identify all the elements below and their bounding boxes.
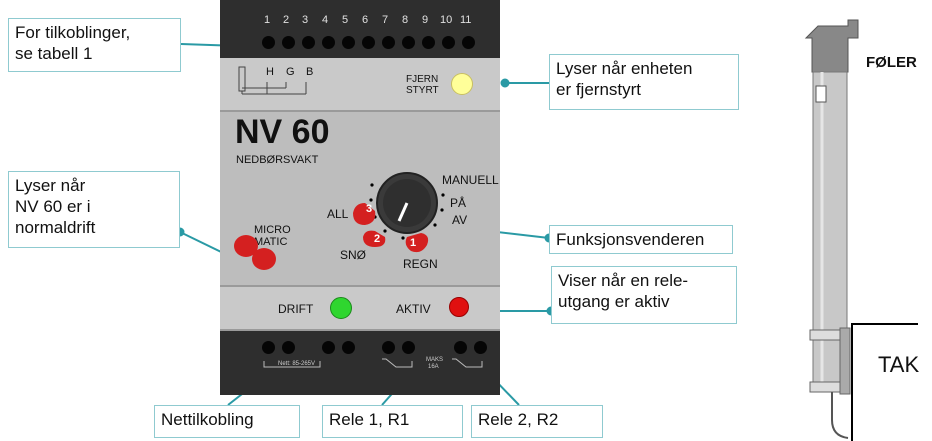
callout-relay-active: Viser når en rele- utgang er aktiv <box>551 266 737 324</box>
terminal-screw <box>342 36 355 49</box>
callout-mains: Nettilkobling <box>154 405 300 438</box>
aktiv-led <box>449 297 469 317</box>
tak-label: TAK <box>878 352 920 377</box>
terminal-screw <box>282 341 295 354</box>
lower-panel: DRIFT AKTIV <box>220 285 500 331</box>
terminal-number: 3 <box>302 14 309 26</box>
terminal-number: 2 <box>283 14 290 26</box>
micromatic-label-2: MATIC <box>254 236 288 248</box>
drift-label: DRIFT <box>278 302 314 316</box>
dial-label-all: ALL <box>327 207 349 221</box>
dial-label-pa: PÅ <box>450 196 467 210</box>
terminal-number: 1 <box>264 14 271 26</box>
terminal-screw <box>282 36 295 49</box>
nv60-device: 1 2 3 4 5 6 7 8 9 10 11 <box>220 0 500 395</box>
function-selector-dial[interactable] <box>315 155 495 285</box>
terminal-screw <box>462 36 475 49</box>
model-name: NV 60 <box>235 113 330 151</box>
sensor-letter-g: G <box>286 66 295 78</box>
relay-spec-line2: 16A <box>428 364 439 370</box>
terminal-screw <box>382 36 395 49</box>
dial-label-manuell: MANUELL <box>442 173 499 187</box>
top-terminal-strip: 1 2 3 4 5 6 7 8 9 10 11 <box>220 0 500 58</box>
callout-relay1: Rele 1, R1 <box>322 405 463 438</box>
terminal-number: 10 <box>440 14 453 26</box>
sensor-wiring-icon <box>238 66 307 95</box>
upper-panel: H G B FJERN STYRT <box>220 58 500 112</box>
aktiv-label: AKTIV <box>396 302 431 316</box>
terminal-screw <box>322 341 335 354</box>
callout-selector: Funksjonsvenderen <box>549 225 733 254</box>
terminal-number: 8 <box>402 14 409 26</box>
dial-label-regn: REGN <box>403 257 438 271</box>
micromatic-label-1: MICRO <box>254 224 291 236</box>
foler-label: FØLER <box>866 54 917 71</box>
terminal-number: 11 <box>460 14 472 26</box>
remote-label-line1: FJERN <box>406 74 439 85</box>
terminal-screw <box>262 341 275 354</box>
terminal-screw <box>342 341 355 354</box>
terminal-screw <box>302 36 315 49</box>
dial-position-3: 3 <box>366 203 373 215</box>
remote-label-line2: STYRT <box>406 85 439 96</box>
terminal-number: 4 <box>322 14 329 26</box>
drift-led <box>330 297 352 319</box>
terminal-screw <box>474 341 487 354</box>
terminal-screw <box>322 36 335 49</box>
terminal-number: 5 <box>342 14 349 26</box>
micromatic-drops-icon <box>234 235 276 270</box>
terminal-screw <box>454 341 467 354</box>
terminal-number: 9 <box>422 14 429 26</box>
terminal-number: 6 <box>362 14 369 26</box>
bottom-terminal-strip: Nett: 85-265V MAKS 16A <box>220 331 500 395</box>
callout-connections: For tilkoblinger, se tabell 1 <box>8 18 181 72</box>
sensor-letter-b: B <box>306 66 314 78</box>
dial-position-1: 1 <box>410 237 417 249</box>
terminal-screw <box>362 36 375 49</box>
terminal-screw <box>262 36 275 49</box>
terminal-screw <box>422 36 435 49</box>
callout-drift-led: Lyser når NV 60 er i normaldrift <box>8 171 180 248</box>
terminal-screw <box>382 341 395 354</box>
terminal-number: 7 <box>382 14 389 26</box>
relay-spec-line1: MAKS <box>426 357 444 363</box>
dial-label-av: AV <box>452 213 468 227</box>
terminal-screw <box>402 36 415 49</box>
terminal-screw <box>442 36 455 49</box>
dial-label-sno: SNØ <box>340 248 367 262</box>
mains-spec: Nett: 85-265V <box>278 361 316 367</box>
callout-relay2: Rele 2, R2 <box>471 405 603 438</box>
terminal-screw <box>402 341 415 354</box>
callout-remote-led: Lyser når enheten er fjernstyrt <box>549 54 739 110</box>
model-subtitle: NEDBØRSVAKT <box>236 154 319 166</box>
relay-symbols-icon <box>263 358 483 368</box>
sensor-letter-h: H <box>266 66 274 78</box>
dial-position-2: 2 <box>374 233 381 245</box>
remote-led <box>451 73 473 95</box>
